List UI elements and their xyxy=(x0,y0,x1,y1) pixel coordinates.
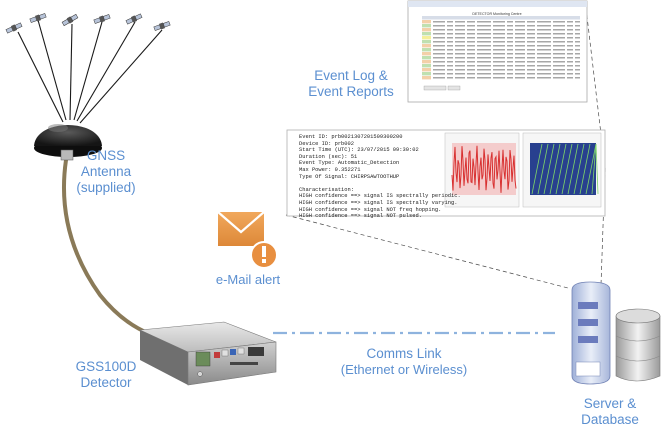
blue-trace-stripe xyxy=(567,143,579,195)
event-report-line: HIGH confidence ==> signal IS spectrally… xyxy=(299,193,461,200)
satellite-icon xyxy=(5,22,23,34)
blue-trace-stripe xyxy=(579,143,591,195)
event-report-line: Type Of Signal: CHIRPSAWTOOTHUP xyxy=(299,173,400,180)
satellite-signal-lines xyxy=(17,19,163,124)
antenna-label-line3: (supplied) xyxy=(76,180,135,195)
event-report-line: HIGH confidence ==> signal NOT freq hopp… xyxy=(299,206,442,213)
comms-link-label-line1: Comms Link xyxy=(366,346,441,361)
event-log-row-status xyxy=(422,36,431,40)
red-trace-line xyxy=(451,145,517,193)
blue-trace-stripe xyxy=(555,143,567,195)
antenna-title-label: GNSS xyxy=(87,148,125,163)
event-log-header-row xyxy=(422,16,580,20)
server-icon xyxy=(571,281,611,385)
event-log-row-status xyxy=(422,64,431,68)
blue-trace-stripe xyxy=(573,143,585,195)
gnss-antenna-icon xyxy=(34,124,102,161)
red-spectrogram-trace xyxy=(451,145,517,193)
event-log-row-status xyxy=(422,72,431,76)
event-log-label-line2: Event Reports xyxy=(308,84,394,99)
blue-trace-stripe xyxy=(591,143,597,195)
event-log-row-status xyxy=(422,56,431,60)
blue-trace-stripe xyxy=(561,143,573,195)
event-report-panel xyxy=(286,129,606,217)
blue-trace-stripe xyxy=(543,143,555,195)
event-log-row-status xyxy=(422,44,431,48)
server-label-line2: Database xyxy=(581,412,639,427)
event-report-line: Start Time (UTC): 23/07/2015 09:30:02 xyxy=(299,147,419,154)
satellite-icon xyxy=(93,14,111,24)
event-log-row-status xyxy=(422,40,431,44)
blue-trace-stripe xyxy=(537,143,549,195)
event-report-line: Duration (sec): 51 xyxy=(299,153,358,160)
database-icon xyxy=(615,308,661,382)
event-log-window-title: DETECTOR Monitoring Centre xyxy=(472,12,521,16)
event-log-row-status xyxy=(422,48,431,52)
event-log-row-status xyxy=(422,28,431,32)
event-log-row-status xyxy=(422,32,431,36)
event-report-line: Device ID: prb002 xyxy=(299,140,354,147)
event-report-line: Event ID: prb0021307201509300200 xyxy=(299,134,403,140)
event-report-line: Characterisation: xyxy=(299,186,354,193)
event-report-line: HIGH confidence ==> signal IS spectrally… xyxy=(299,199,458,206)
event-log-row-status xyxy=(422,68,431,72)
detector-label-line2: Detector xyxy=(80,375,132,390)
event-report-line: Max Power: 0.352271 xyxy=(299,166,361,173)
server-label-line1: Server & xyxy=(584,396,637,411)
comms-link-label-line2: (Ethernet or Wireless) xyxy=(341,362,467,377)
detector-unit-icon xyxy=(138,321,277,386)
blue-trace-stripe xyxy=(585,143,597,195)
antenna-cable xyxy=(62,158,152,336)
event-log-row-status xyxy=(422,52,431,56)
blue-trace-stripe xyxy=(531,143,543,195)
satellite-icon xyxy=(153,21,171,31)
event-log-window: DETECTOR Monitoring Centre xyxy=(407,0,588,103)
blue-spectrogram-trace xyxy=(531,143,599,195)
event-report-line: HIGH confidence ==> signal NOT pulsed. xyxy=(299,213,422,220)
blue-trace-stripe xyxy=(549,143,561,195)
antenna-label-line2: Antenna xyxy=(81,164,132,179)
event-log-table xyxy=(422,16,580,80)
detector-label-line1: GSS100D xyxy=(76,359,137,374)
event-log-row-status xyxy=(422,20,431,24)
satellite-icon xyxy=(29,13,47,23)
event-log-row-status xyxy=(422,76,431,80)
event-log-row-status xyxy=(422,60,431,64)
satellite-icon xyxy=(61,13,79,27)
blue-trace-stripe xyxy=(595,143,599,195)
email-alert-icon xyxy=(217,211,278,269)
event-log-label-line1: Event Log & xyxy=(314,68,388,83)
event-log-row-status xyxy=(422,24,431,28)
event-report-line: Event Type: Automatic_Detection xyxy=(299,160,400,167)
satellite-icon xyxy=(125,13,143,25)
event-report-line xyxy=(299,180,461,187)
email-alert-label: e-Mail alert xyxy=(216,272,281,287)
